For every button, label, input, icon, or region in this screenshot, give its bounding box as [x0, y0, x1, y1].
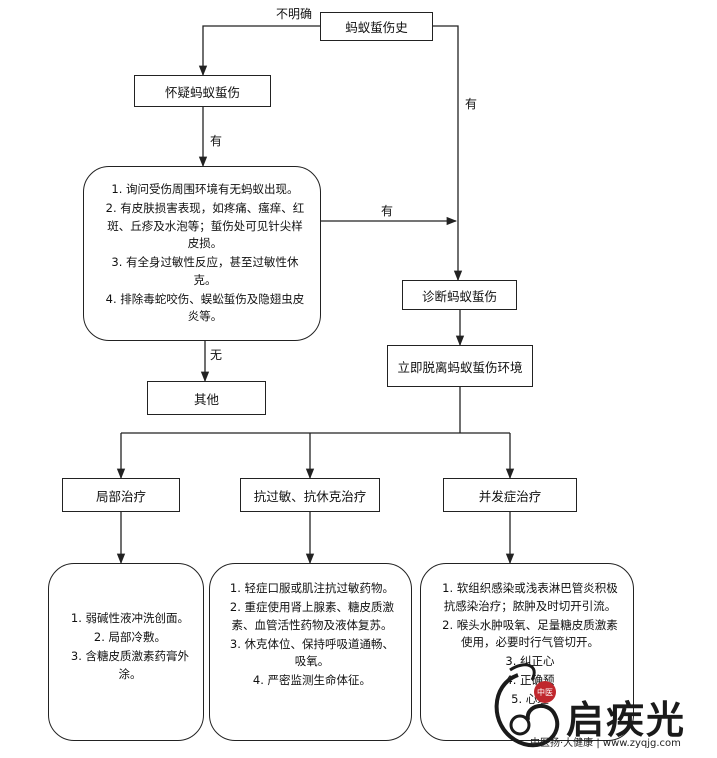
node-suspect-ant-sting: 怀疑蚂蚁蜇伤: [134, 75, 271, 107]
local-item: 2. 局部冷敷。: [93, 630, 167, 644]
anti-allergy-items-list: 1. 轻症口服或肌注抗过敏药物。 2. 重症使用肾上腺素、糖皮质激素、血管活性药…: [226, 580, 398, 691]
complication-item: 1. 软组织感染或浅表淋巴管炎积极抗感染治疗；脓肿及时切开引流。: [442, 581, 618, 613]
edge-label-unclear: 不明确: [276, 7, 313, 21]
watermark: 中医 启疾光 中医扬·大健康 | www.zyqjg.com: [470, 655, 717, 758]
local-item: 1. 弱碱性液冲洗创面。: [70, 611, 190, 625]
node-ant-sting-history: 蚂蚁蜇伤史: [320, 12, 433, 41]
complication-item: 2. 喉头水肿吸氧、足量糖皮质激素使用，必要时行气管切开。: [442, 617, 618, 650]
criteria-item: 3. 有全身过敏性反应，甚至过敏性休克。: [111, 255, 299, 287]
watermark-swirl-icon: [494, 663, 560, 748]
node-local-treatment: 局部治疗: [62, 478, 180, 512]
watermark-seal: 中医: [534, 681, 556, 703]
node-complication-treatment-label: 并发症治疗: [478, 488, 542, 504]
criteria-item: 4. 排除毒蛇咬伤、蜈蚣蜇伤及隐翅虫皮炎等。: [105, 291, 305, 324]
node-complication-items: 1. 软组织感染或浅表淋巴管炎积极抗感染治疗；脓肿及时切开引流。 2. 喉头水肿…: [420, 563, 634, 741]
edge-history-to-diagnose: [433, 25, 463, 282]
node-local-items: 1. 弱碱性液冲洗创面。 2. 局部冷敷。 3. 含糖皮质激素药膏外涂。: [48, 563, 204, 741]
node-diagnostic-criteria: 1. 询问受伤周围环境有无蚂蚁出现。 2. 有皮肤损害表现，如疼痛、瘙痒、红斑、…: [83, 166, 321, 341]
anti-allergy-item: 3. 休克体位、保持呼吸道通畅、吸氧。: [229, 636, 395, 669]
local-items-list: 1. 弱碱性液冲洗创面。 2. 局部冷敷。 3. 含糖皮质激素药膏外涂。: [65, 610, 195, 685]
node-suspect-ant-sting-label: 怀疑蚂蚁蜇伤: [164, 84, 240, 100]
local-item: 3. 含糖皮质激素药膏外涂。: [70, 649, 190, 681]
anti-allergy-item: 1. 轻症口服或肌注抗过敏药物。: [229, 581, 395, 595]
node-complication-treatment: 并发症治疗: [443, 478, 577, 512]
anti-allergy-item: 2. 重症使用肾上腺素、糖皮质激素、血管活性药物及液体复苏。: [229, 600, 395, 632]
node-ant-sting-history-label: 蚂蚁蜇伤史: [345, 20, 408, 35]
node-anti-allergy-items: 1. 轻症口服或肌注抗过敏药物。 2. 重症使用肾上腺素、糖皮质激素、血管活性药…: [209, 563, 412, 741]
node-local-treatment-label: 局部治疗: [95, 488, 146, 504]
node-anti-allergy-treatment-label: 抗过敏、抗休克治疗: [253, 488, 367, 504]
criteria-item: 1. 询问受伤周围环境有无蚂蚁出现。: [111, 182, 299, 196]
node-other-label: 其他: [193, 391, 219, 407]
watermark-brand: 启疾光: [566, 697, 687, 742]
edge-history-to-suspect: [198, 25, 320, 77]
anti-allergy-item: 4. 严密监测生命体征。: [252, 673, 372, 687]
node-leave-environment: 立即脱离蚂蚁蜇伤环境: [387, 345, 533, 387]
edge-label-yes-down: 有: [210, 134, 223, 148]
criteria-item: 2. 有皮肤损害表现，如疼痛、瘙痒、红斑、丘疹及水泡等；蜇伤处可见针尖样皮损。: [105, 201, 305, 250]
edge-label-yes-right: 有: [465, 97, 478, 111]
node-diagnose-ant-sting: 诊断蚂蚁蜇伤: [402, 280, 517, 310]
node-leave-environment-label: 立即脱离蚂蚁蜇伤环境: [397, 359, 523, 375]
edge-label-no: 无: [210, 348, 223, 362]
node-anti-allergy-treatment: 抗过敏、抗休克治疗: [240, 478, 380, 512]
edge-label-yes-middle: 有: [381, 204, 394, 218]
node-diagnose-ant-sting-label: 诊断蚂蚁蜇伤: [421, 288, 497, 304]
watermark-slogan: 中医扬·大健康 | www.zyqjg.com: [530, 738, 681, 749]
node-other: 其他: [147, 381, 266, 415]
criteria-list: 1. 询问受伤周围环境有无蚂蚁出现。 2. 有皮肤损害表现，如疼痛、瘙痒、红斑、…: [102, 181, 308, 327]
